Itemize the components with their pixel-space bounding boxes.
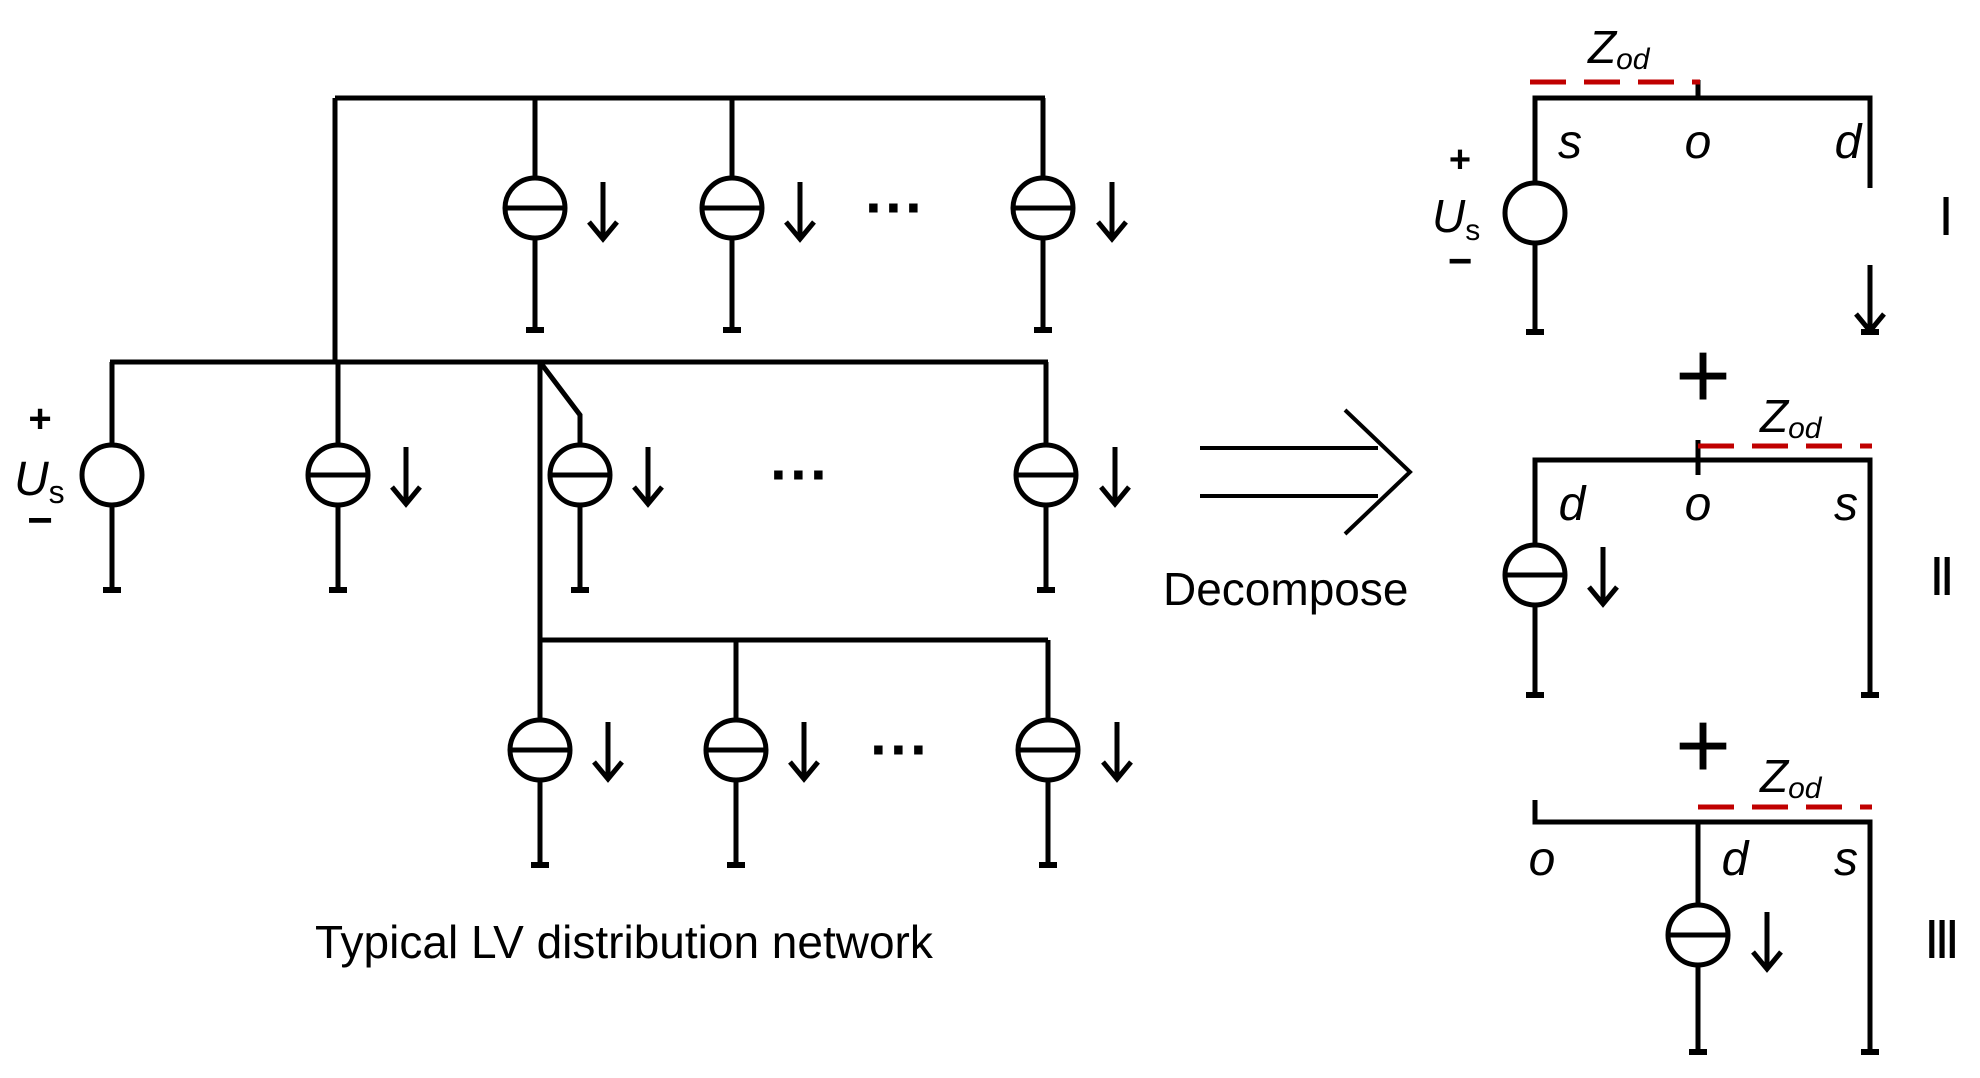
ellipsis-top: ··· [865, 174, 925, 241]
current-source-icon [1016, 445, 1076, 505]
arrow-down-icon [1856, 274, 1884, 331]
source-symbol-1: U [1432, 190, 1466, 242]
impedance-label-1: Zod [1587, 21, 1651, 76]
impedance-symbol: Z [1759, 390, 1790, 442]
source-minus: − [27, 496, 53, 545]
roman-numeral-2: Ⅱ [1929, 550, 1955, 607]
node-label-o: o [1685, 116, 1712, 169]
arrow-down-icon [1589, 547, 1617, 604]
current-source-icon [1505, 545, 1565, 605]
node-label-s: s [1834, 833, 1858, 886]
source-label-1: Us [1432, 190, 1480, 247]
plus-sign-2: + [1675, 692, 1731, 799]
current-source-icon [510, 720, 570, 780]
current-source-icon [1018, 720, 1078, 780]
node-label-d: d [1722, 833, 1750, 886]
current-source-icon [706, 720, 766, 780]
node-label-o: o [1529, 833, 1556, 886]
source-subscript-1: s [1465, 214, 1480, 247]
impedance-symbol: Z [1587, 21, 1618, 73]
impedance-subscript: od [1788, 412, 1823, 445]
ellipsis-bottom: ··· [870, 716, 930, 783]
source-minus-1: − [1448, 237, 1473, 284]
impedance-subscript: od [1788, 772, 1823, 805]
roman-numeral-3: Ⅲ [1924, 913, 1960, 970]
source-plus: + [28, 397, 51, 441]
impedance-label-3: Zod [1759, 750, 1823, 805]
arrow-down-icon [1753, 912, 1781, 969]
current-source-icon [308, 445, 368, 505]
voltage-source-icon [1502, 180, 1568, 246]
node-label-d: d [1559, 478, 1587, 531]
source-subscript: s [49, 474, 65, 510]
node-label-d: d [1835, 116, 1863, 169]
arrow-down-icon [634, 447, 662, 504]
plus-sign-1: + [1675, 322, 1731, 429]
impedance-symbol: Z [1759, 750, 1790, 802]
node-label-o: o [1685, 478, 1712, 531]
current-source-icon [505, 178, 565, 238]
roman-numeral-1: Ⅰ [1938, 190, 1953, 247]
arrow-down-icon [1101, 447, 1129, 504]
source-symbol: U [14, 453, 49, 506]
arrow-down-icon [1098, 182, 1126, 239]
current-source-icon [550, 445, 610, 505]
current-source-icon [702, 178, 762, 238]
network-caption: Typical LV distribution network [315, 916, 934, 968]
ellipsis-middle: ··· [770, 441, 830, 508]
arrow-down-icon [392, 447, 420, 504]
impedance-subscript: od [1616, 43, 1651, 76]
impedance-label-2: Zod [1759, 390, 1823, 445]
double-arrow-right-icon [1200, 408, 1413, 536]
voltage-source-icon [79, 442, 145, 508]
arrow-down-icon [790, 722, 818, 779]
source-plus-1: + [1449, 139, 1471, 181]
arrow-down-icon [594, 722, 622, 779]
source-label: Us [14, 453, 65, 510]
decompose-label: Decompose [1163, 563, 1408, 615]
arrow-down-icon [786, 182, 814, 239]
current-source-icon [1668, 905, 1728, 965]
current-source-icon [1013, 178, 1073, 238]
node-label-s: s [1558, 116, 1582, 169]
arrow-down-icon [1103, 722, 1131, 779]
node-label-s: s [1834, 478, 1858, 531]
arrow-down-icon [589, 182, 617, 239]
